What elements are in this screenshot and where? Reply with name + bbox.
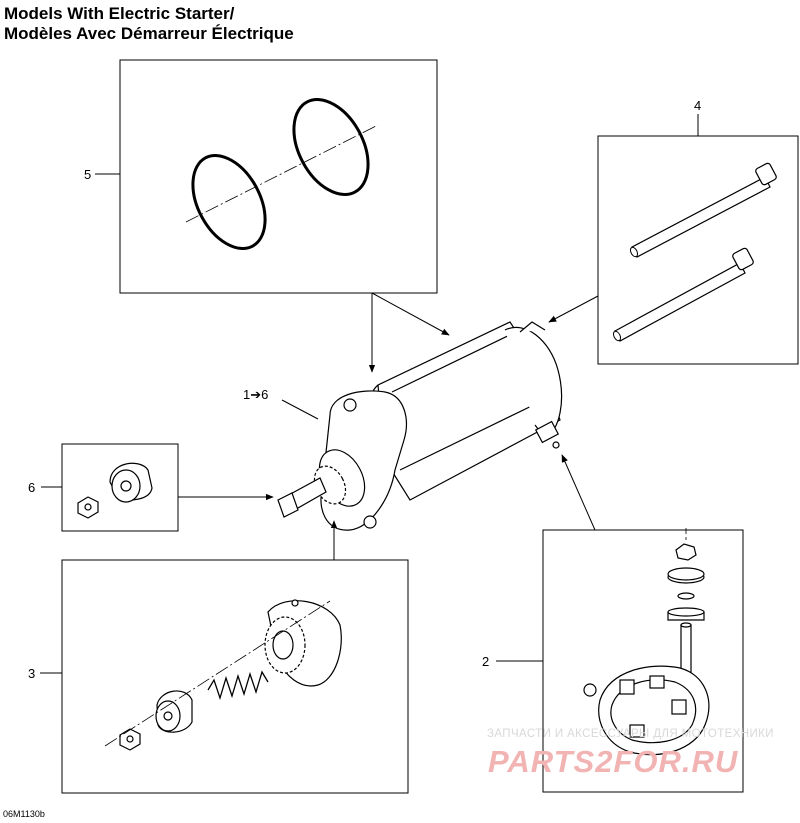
watermark-tagline: ЗАПЧАСТИ И АКСЕССУАРЫ ДЛЯ МОТОТЕХНИКИ xyxy=(487,728,774,740)
insulator-block xyxy=(667,607,705,621)
hex-nut-small xyxy=(77,496,99,519)
through-bolt-upper xyxy=(629,162,777,258)
starter-motor-assembly xyxy=(277,321,563,531)
locking-nut xyxy=(109,462,153,503)
small-washer xyxy=(677,592,695,600)
o-ring-large xyxy=(292,98,370,196)
hex-nut-drive xyxy=(119,728,141,751)
page-title-english: Models With Electric Starter/ xyxy=(4,4,235,23)
box-2-brush-plate-kit: 2 xyxy=(482,528,744,793)
page-title-french: Modèles Avec Démarreur Électrique xyxy=(4,24,294,43)
through-bolt-lower xyxy=(612,247,754,342)
lock-nut-drive xyxy=(155,690,193,733)
callout-4: 4 xyxy=(694,98,701,113)
drive-pinion-gear xyxy=(264,599,342,687)
terminal-bolt xyxy=(680,622,692,674)
figure-code: 06M1130b xyxy=(3,809,45,819)
box-5-o-rings: 5 xyxy=(84,59,438,294)
terminal-nut xyxy=(675,543,697,561)
box-3-drive-assembly: 3 xyxy=(28,559,409,794)
brush-plate xyxy=(583,665,710,756)
box-4-through-bolts: 4 xyxy=(597,98,799,365)
spring xyxy=(207,670,269,701)
callout-3: 3 xyxy=(28,666,35,681)
callout-6: 6 xyxy=(28,480,35,495)
callout-5: 5 xyxy=(84,167,91,182)
watermark-logo: PARTS2FOR.RU xyxy=(488,744,739,779)
o-ring-small xyxy=(191,154,267,250)
insulator-washer xyxy=(667,567,705,584)
center-axis-line xyxy=(185,124,379,223)
box-6-nuts: 6 xyxy=(28,443,179,532)
callout-2: 2 xyxy=(482,654,489,669)
callout-assembly: 1➔6 xyxy=(243,387,268,402)
